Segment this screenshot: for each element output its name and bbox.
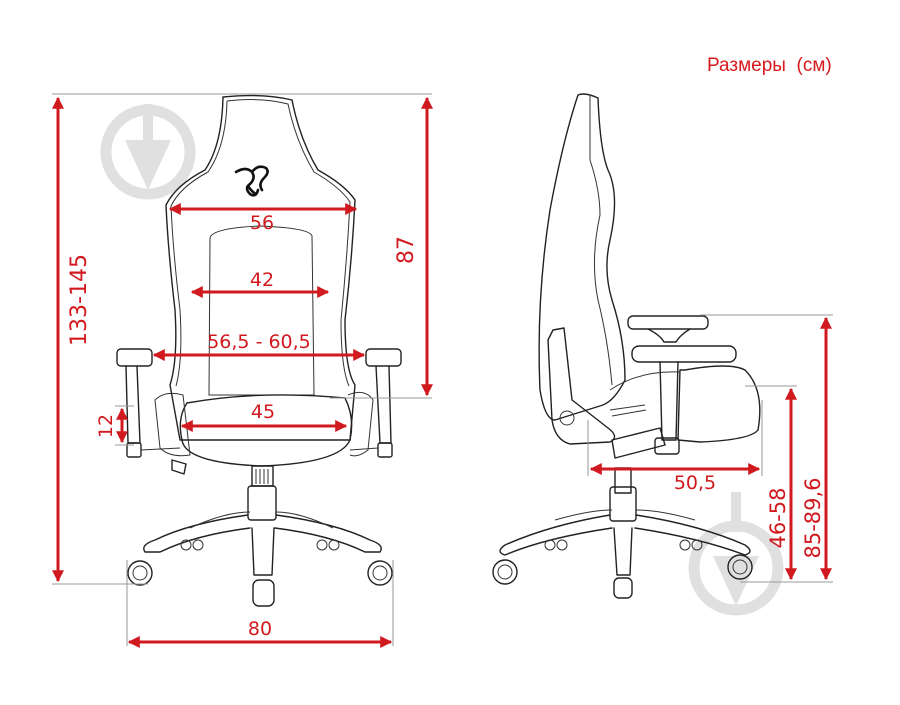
- razer-snake-logo-icon: [234, 165, 269, 197]
- extension-lines: [52, 93, 833, 646]
- label-seat-depth: 50,5: [674, 472, 716, 494]
- label-backrest-height: 87: [394, 236, 419, 264]
- label-backrest-width: 42: [250, 269, 274, 291]
- side-view-chair: [492, 93, 761, 599]
- label-headrest-width: 56: [250, 212, 274, 234]
- label-seat-height: 46-58: [766, 487, 790, 548]
- front-view-chair: [116, 94, 402, 607]
- download-arrow-watermark-icon: [100, 104, 196, 200]
- download-arrow-watermark-icon: [688, 492, 784, 616]
- label-armrest-adjust: 12: [95, 414, 117, 438]
- dimension-arrows: [52, 96, 832, 648]
- label-seat-width: 45: [251, 401, 275, 423]
- label-armrest-span: 56,5 - 60,5: [207, 331, 311, 353]
- dimensions-title: Размеры (см): [707, 55, 832, 76]
- label-total-height: 133-145: [67, 254, 92, 346]
- label-base-width: 80: [248, 618, 272, 640]
- label-armrest-height: 85-89,6: [801, 477, 825, 558]
